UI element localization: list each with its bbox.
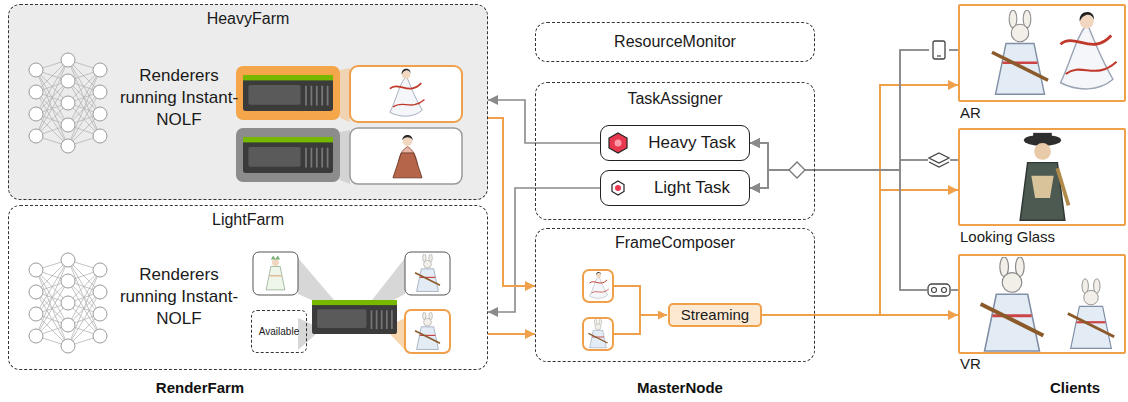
flow-arrow <box>750 50 958 188</box>
module-box: TaskAssignerHeavy TaskLight Task <box>535 82 815 220</box>
heavyfarm-gpus <box>236 66 462 184</box>
node-label: Heavy Task <box>648 133 736 153</box>
client-view: AR <box>958 4 1126 102</box>
node-label: Renderers running Instant-NOLF <box>117 65 241 131</box>
client-view: VR <box>958 254 1126 354</box>
flow-arrow <box>762 190 958 315</box>
flow-arrow <box>750 170 958 290</box>
flow-arrow <box>762 314 958 316</box>
flow-arrow <box>488 118 535 286</box>
node-label: ResourceMonitor <box>614 32 736 51</box>
farm-group: LightFarmRenderers running Instant-NOLF A… <box>8 205 488 370</box>
module-box: ResourceMonitor <box>535 22 815 62</box>
node-label: FrameComposer <box>536 233 814 252</box>
flow-arrow <box>762 85 958 315</box>
neural-network-icon <box>29 53 107 153</box>
flow-arrow <box>488 188 600 312</box>
task-icons <box>609 133 627 195</box>
node-label: Streaming <box>681 306 749 324</box>
flow-arrow <box>750 143 958 290</box>
client-device-icons <box>927 40 951 299</box>
node-label: Looking Glass <box>960 228 1120 246</box>
node-label: AR <box>960 104 1120 122</box>
node-label: Renderers running Instant-NOLF <box>117 264 241 330</box>
flow-arrow <box>488 333 535 335</box>
flow-arrow <box>750 143 958 170</box>
merge-diamond <box>789 162 805 178</box>
client-renders <box>981 10 1117 351</box>
region-label: Clients <box>995 379 1128 396</box>
module-box: FrameComposerStreaming <box>535 228 815 362</box>
neural-network-icon <box>29 253 107 353</box>
node-label: Light Task <box>654 178 730 198</box>
lightfarm-gpu <box>253 252 450 353</box>
flow-arrow <box>750 160 958 188</box>
region-label: RenderFarm <box>120 379 280 396</box>
node-label: LightFarm <box>9 210 487 229</box>
node-label: Available <box>259 326 299 338</box>
free-slot: Available <box>251 310 307 353</box>
node-label: TaskAssigner <box>536 89 814 108</box>
flow-arrow <box>488 100 600 143</box>
region-label: MasterNode <box>600 379 760 396</box>
task-box: Light Task <box>600 170 750 206</box>
farm-group: HeavyFarmRenderers running Instant-NOLF <box>8 4 488 200</box>
heavyfarm-fill <box>8 4 488 200</box>
composer-inputs <box>583 270 667 350</box>
client-view: Looking Glass <box>958 128 1126 226</box>
flow-arrow <box>750 50 958 170</box>
node-label: VR <box>960 355 1120 373</box>
stream-box: Streaming <box>668 303 762 327</box>
task-box: Heavy Task <box>600 125 750 161</box>
node-label: HeavyFarm <box>9 9 487 28</box>
